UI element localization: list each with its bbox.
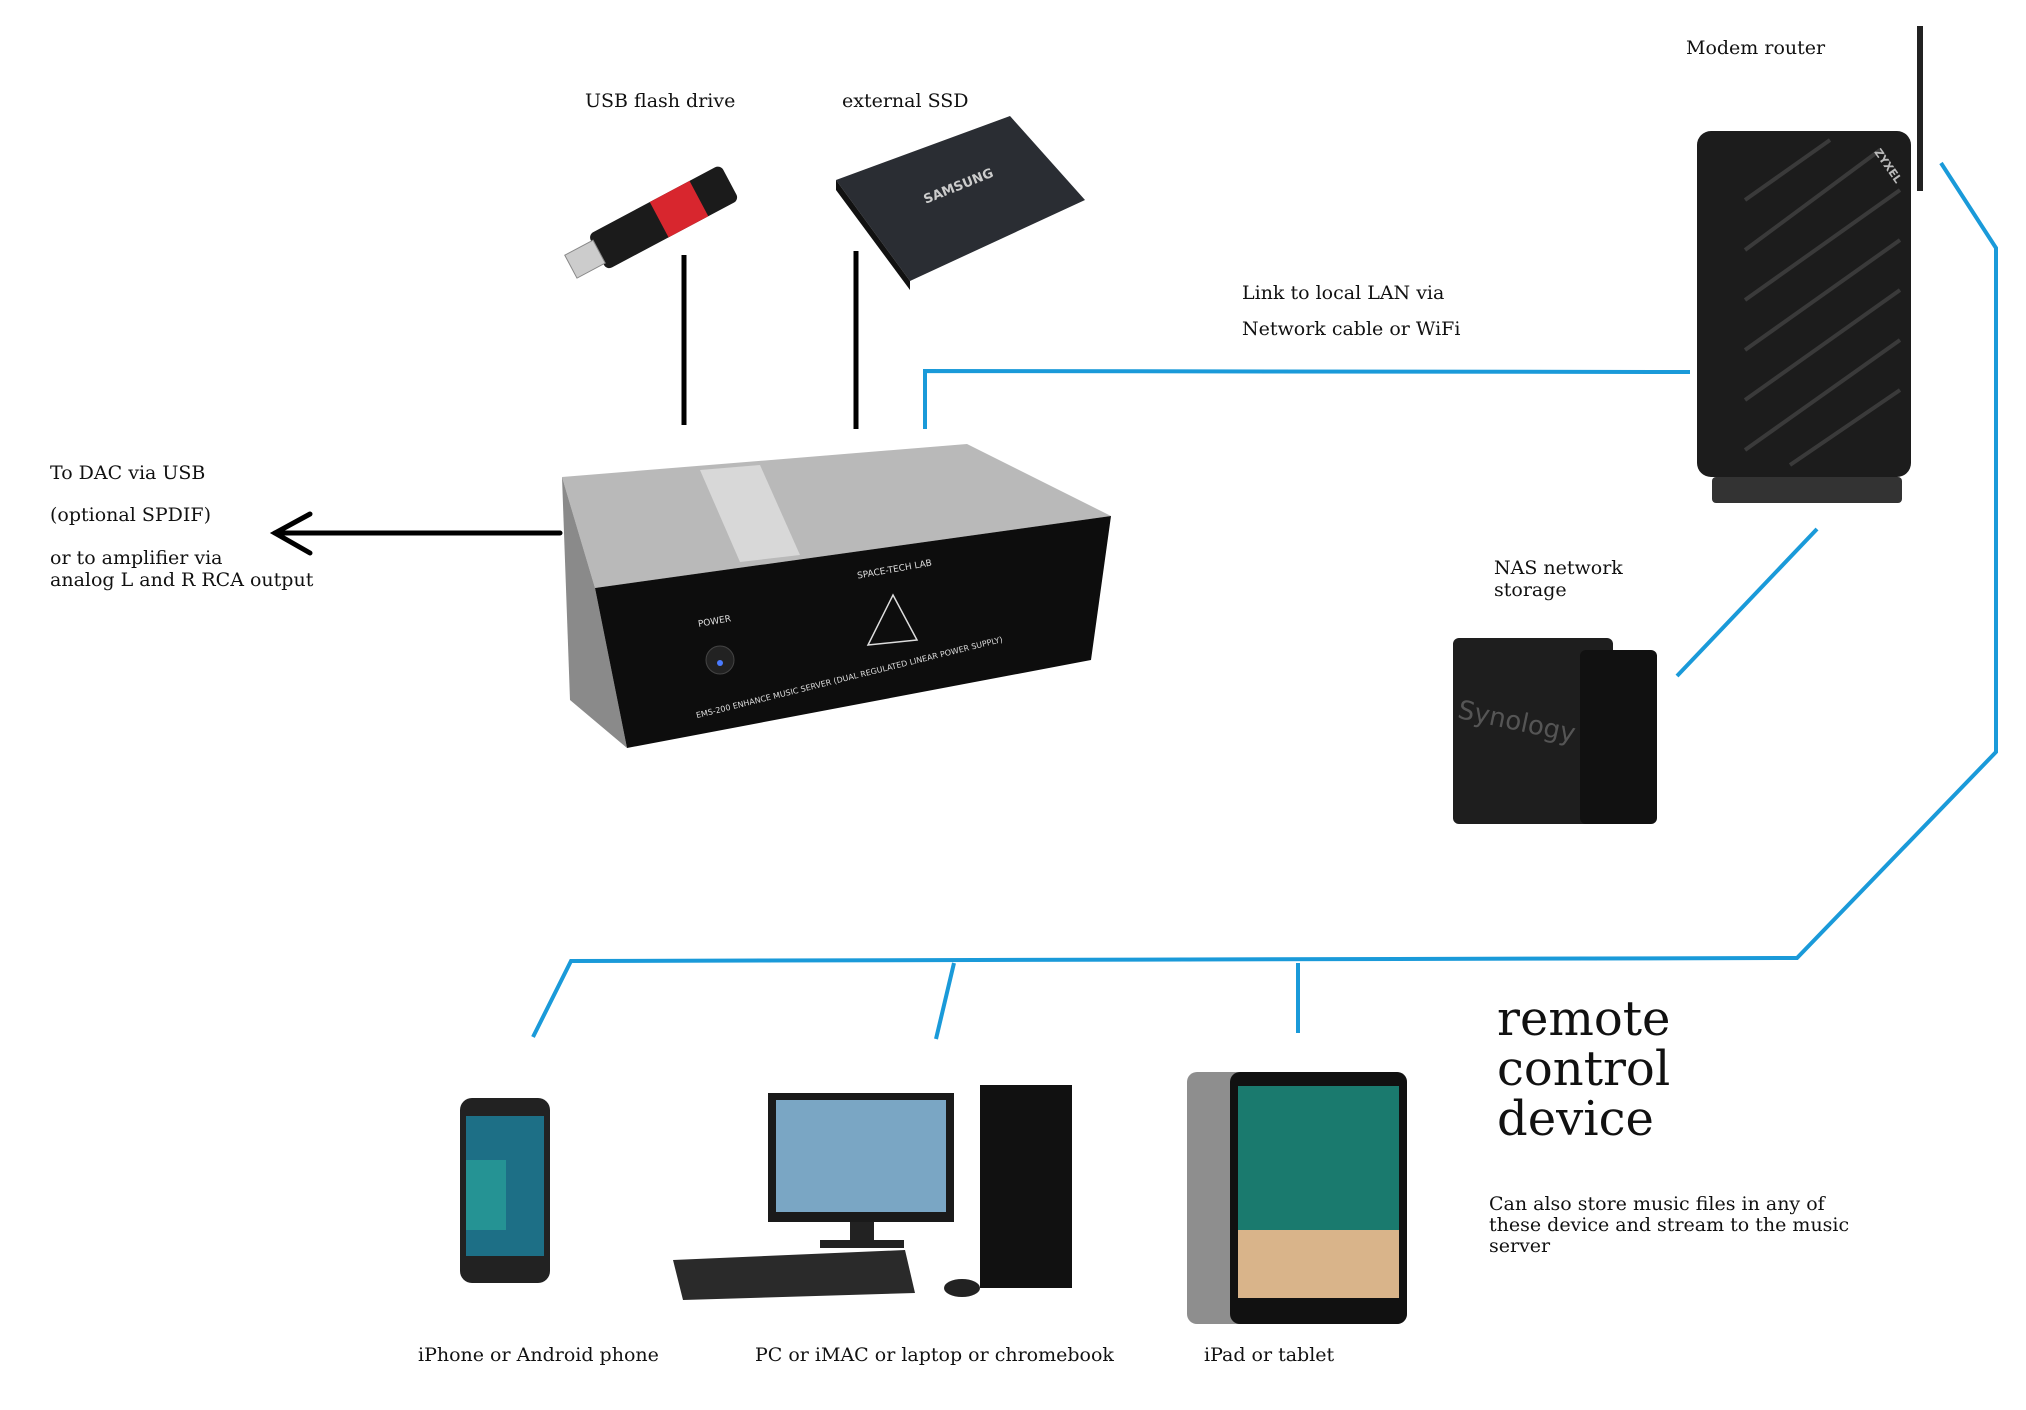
dac-label-3: or to amplifier via: [50, 547, 223, 569]
pc-image: [673, 1085, 1072, 1300]
external-ssd-image: SAMSUNG: [836, 116, 1085, 290]
phone-image: [460, 1098, 550, 1283]
output-arrow: [269, 511, 563, 556]
modem-router-label: Modem router: [1686, 37, 1826, 59]
lan-link-label-2: Network cable or WiFi: [1242, 318, 1461, 340]
dac-label-1: To DAC via USB: [50, 462, 206, 484]
remote-caption: Can also store music files in any of the…: [1489, 1193, 1850, 1257]
usb-flash-drive-label: USB flash drive: [585, 90, 736, 112]
remote-title-3: device: [1497, 1091, 1654, 1147]
nas-label-2: storage: [1494, 579, 1567, 601]
external-ssd-label: external SSD: [842, 90, 969, 112]
dac-label-2: (optional SPDIF): [50, 504, 211, 526]
dac-label-4: analog L and R RCA output: [50, 569, 314, 591]
pc-label: PC or iMAC or laptop or chromebook: [755, 1344, 1114, 1366]
nas-link: [1675, 527, 1819, 678]
phone-label: iPhone or Android phone: [418, 1344, 659, 1366]
modem-router-image: ZYXEL: [1697, 26, 1923, 503]
router-devices-link: [531, 161, 1998, 1038]
power-led-icon: [717, 660, 723, 666]
server-logo-triangle: [866, 593, 919, 646]
tablet-label: iPad or tablet: [1204, 1344, 1335, 1366]
remote-title-1: remote: [1497, 991, 1671, 1047]
lan-link-label-1: Link to local LAN via: [1242, 282, 1445, 304]
pc-link: [934, 962, 956, 1040]
usb-flash-drive-image: [564, 166, 738, 279]
server-router-link: [923, 368, 1691, 429]
music-server-image: SPACE-TECH LAB POWER EMS-200 ENHANCE MUS…: [562, 444, 1111, 748]
network-lines: [531, 161, 1998, 1040]
nas-label-1: NAS network: [1494, 557, 1623, 579]
nas-storage-image: Synology: [1453, 638, 1657, 824]
tablet-image: [1187, 1072, 1407, 1324]
remote-title-2: control: [1497, 1041, 1671, 1097]
